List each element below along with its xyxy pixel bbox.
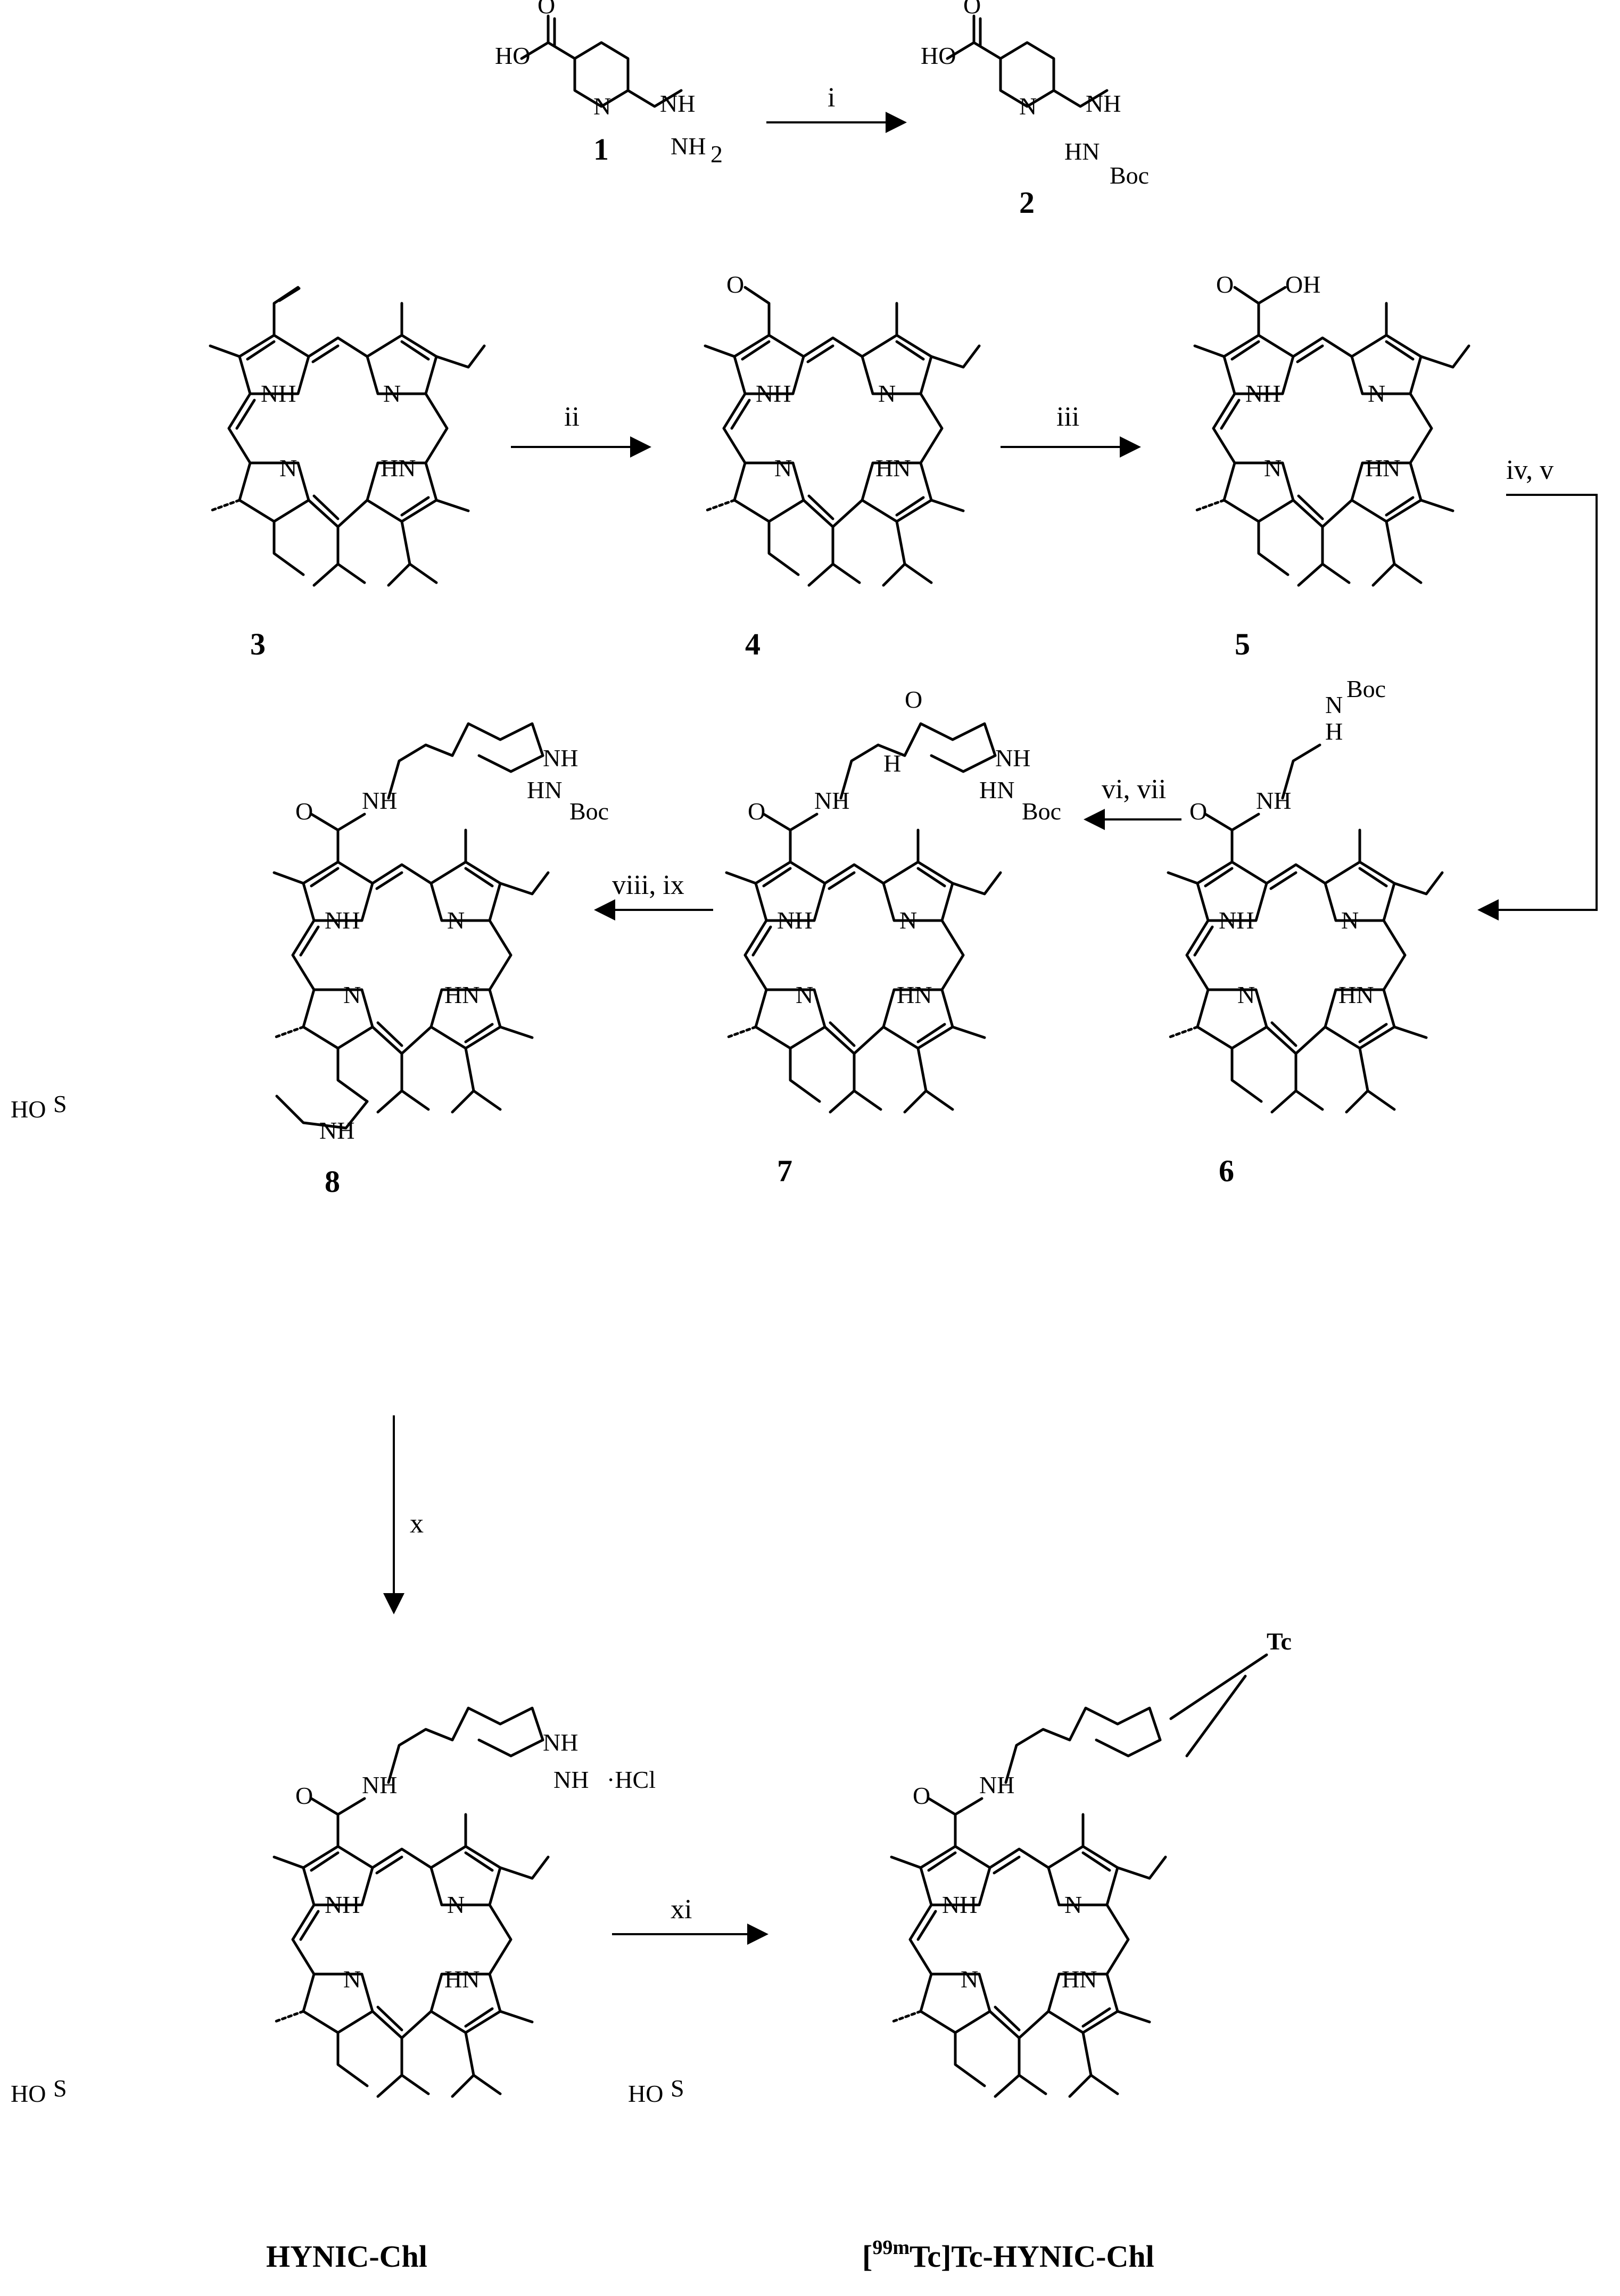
atom-NH: NH <box>362 787 397 814</box>
tc-label-bracket: [ <box>862 2239 872 2274</box>
atom-NH: NH <box>319 1117 354 1144</box>
atom-NH: NH <box>1256 787 1291 814</box>
group-Boc: Boc <box>1022 798 1061 825</box>
atom-NH: NH <box>995 744 1030 772</box>
atom-HN: HN <box>1064 138 1100 165</box>
compound-6-structure: O NH H N Boc 6 <box>1168 675 1442 1188</box>
arrow-step-iii: iii <box>1001 402 1141 458</box>
atom-O: O <box>913 1782 930 1809</box>
step-label-ii: ii <box>564 402 580 432</box>
salt-HCl: ·HCl <box>607 1766 656 1793</box>
compound-2-label: 2 <box>1019 185 1035 220</box>
atom-HN: HN <box>979 776 1014 803</box>
compound-7-structure: O NH H O NH HN Boc 7 <box>726 686 1061 1188</box>
atom-O: O <box>963 0 981 19</box>
atom-NH: NH <box>979 1771 1014 1798</box>
atom-NH2: NH <box>671 132 706 160</box>
atom-O: O <box>905 686 922 713</box>
compound-3-label: 3 <box>250 627 266 661</box>
atom-O: O <box>295 1782 313 1809</box>
compound-hynic-chl-structure: O NH NH NH ·HCl HO S HYNIC-Chl <box>11 1706 656 2274</box>
atom-NH: NH <box>362 1771 397 1798</box>
compound-2-structure: HO O N NH HN Boc 2 <box>921 0 1149 220</box>
group-Boc: Boc <box>1346 675 1386 702</box>
group-Boc: Boc <box>569 798 609 825</box>
compound-8-structure: O NH NH HN Boc HO S NH 8 <box>11 722 609 1199</box>
atom-NH: NH <box>543 1729 578 1756</box>
atom-Tc: Tc <box>1267 1628 1292 1655</box>
atom-O: O <box>538 0 555 19</box>
subscript-2: 2 <box>710 140 723 168</box>
atom-O: O <box>748 798 765 825</box>
atom-HN: HN <box>527 776 562 803</box>
atom-S: S <box>53 1090 67 1117</box>
atom-HO: HO <box>11 2080 46 2107</box>
step-label-iv-v: iv, v <box>1506 455 1553 485</box>
arrow-step-ii: ii <box>511 402 651 458</box>
atom-HO: HO <box>921 42 956 69</box>
arrow-step-iv-v: iv, v <box>1477 455 1598 921</box>
compound-tc-hynic-chl-label: [99mTc]Tc-HYNIC-Chl <box>862 2236 1154 2274</box>
compound-1-label: 1 <box>593 132 609 167</box>
group-Boc: Boc <box>1110 162 1149 189</box>
atom-NH: NH <box>660 90 695 117</box>
atom-N: N <box>593 93 611 120</box>
atom-O: O <box>1189 798 1207 825</box>
atom-O: O <box>726 271 744 298</box>
arrow-step-vi-vii: vi, vii <box>1084 774 1181 830</box>
compound-5-label: 5 <box>1235 627 1250 661</box>
step-label-i: i <box>828 82 835 113</box>
compound-4-structure: O 4 <box>705 271 979 661</box>
compound-3-structure: 3 <box>210 286 484 661</box>
step-label-xi: xi <box>671 1894 692 1925</box>
atom-HO: HO <box>11 1096 46 1123</box>
atom-S: S <box>671 2075 684 2102</box>
atom-O: O <box>1216 271 1234 298</box>
tc-label-rest: Tc]Tc-HYNIC-Chl <box>910 2239 1154 2274</box>
atom-N: N <box>1325 691 1343 718</box>
step-label-x: x <box>410 1508 424 1539</box>
step-label-vi-vii: vi, vii <box>1102 774 1166 805</box>
arrow-step-viii-ix: viii, ix <box>594 870 713 921</box>
atom-NH2: NH <box>553 1766 589 1793</box>
atom-H: H <box>1325 718 1343 745</box>
atom-N: N <box>1019 93 1037 120</box>
compound-8-label: 8 <box>325 1164 340 1199</box>
compound-7-label: 7 <box>777 1154 792 1188</box>
step-label-iii: iii <box>1056 402 1079 432</box>
compound-4-label: 4 <box>745 627 761 661</box>
atom-NH: NH <box>543 744 578 772</box>
atom-S: S <box>53 2075 67 2102</box>
atom-O: O <box>295 798 313 825</box>
arrow-step-i: i <box>766 82 907 133</box>
compound-hynic-chl-label: HYNIC-Chl <box>266 2239 427 2274</box>
atom-H: H <box>883 750 901 777</box>
compound-1-structure: HO O N NH NH 2 1 <box>495 0 723 168</box>
atom-HO: HO <box>628 2080 663 2107</box>
atom-HO: HO <box>495 42 530 69</box>
step-label-viii-ix: viii, ix <box>612 870 684 900</box>
compound-tc-hynic-chl-structure: O NH Tc HO S [99mTc]Tc-HYNIC-Chl <box>628 1628 1292 2274</box>
atom-NH: NH <box>1086 90 1121 117</box>
compound-6-label: 6 <box>1219 1154 1234 1188</box>
arrow-step-x: x <box>383 1415 424 1614</box>
compound-5-structure: O OH 5 <box>1195 271 1469 661</box>
atom-OH: OH <box>1285 271 1320 298</box>
tc-label-superscript: 99m <box>872 2236 910 2259</box>
arrow-step-xi: xi <box>612 1894 768 1945</box>
atom-NH: NH <box>814 787 849 814</box>
